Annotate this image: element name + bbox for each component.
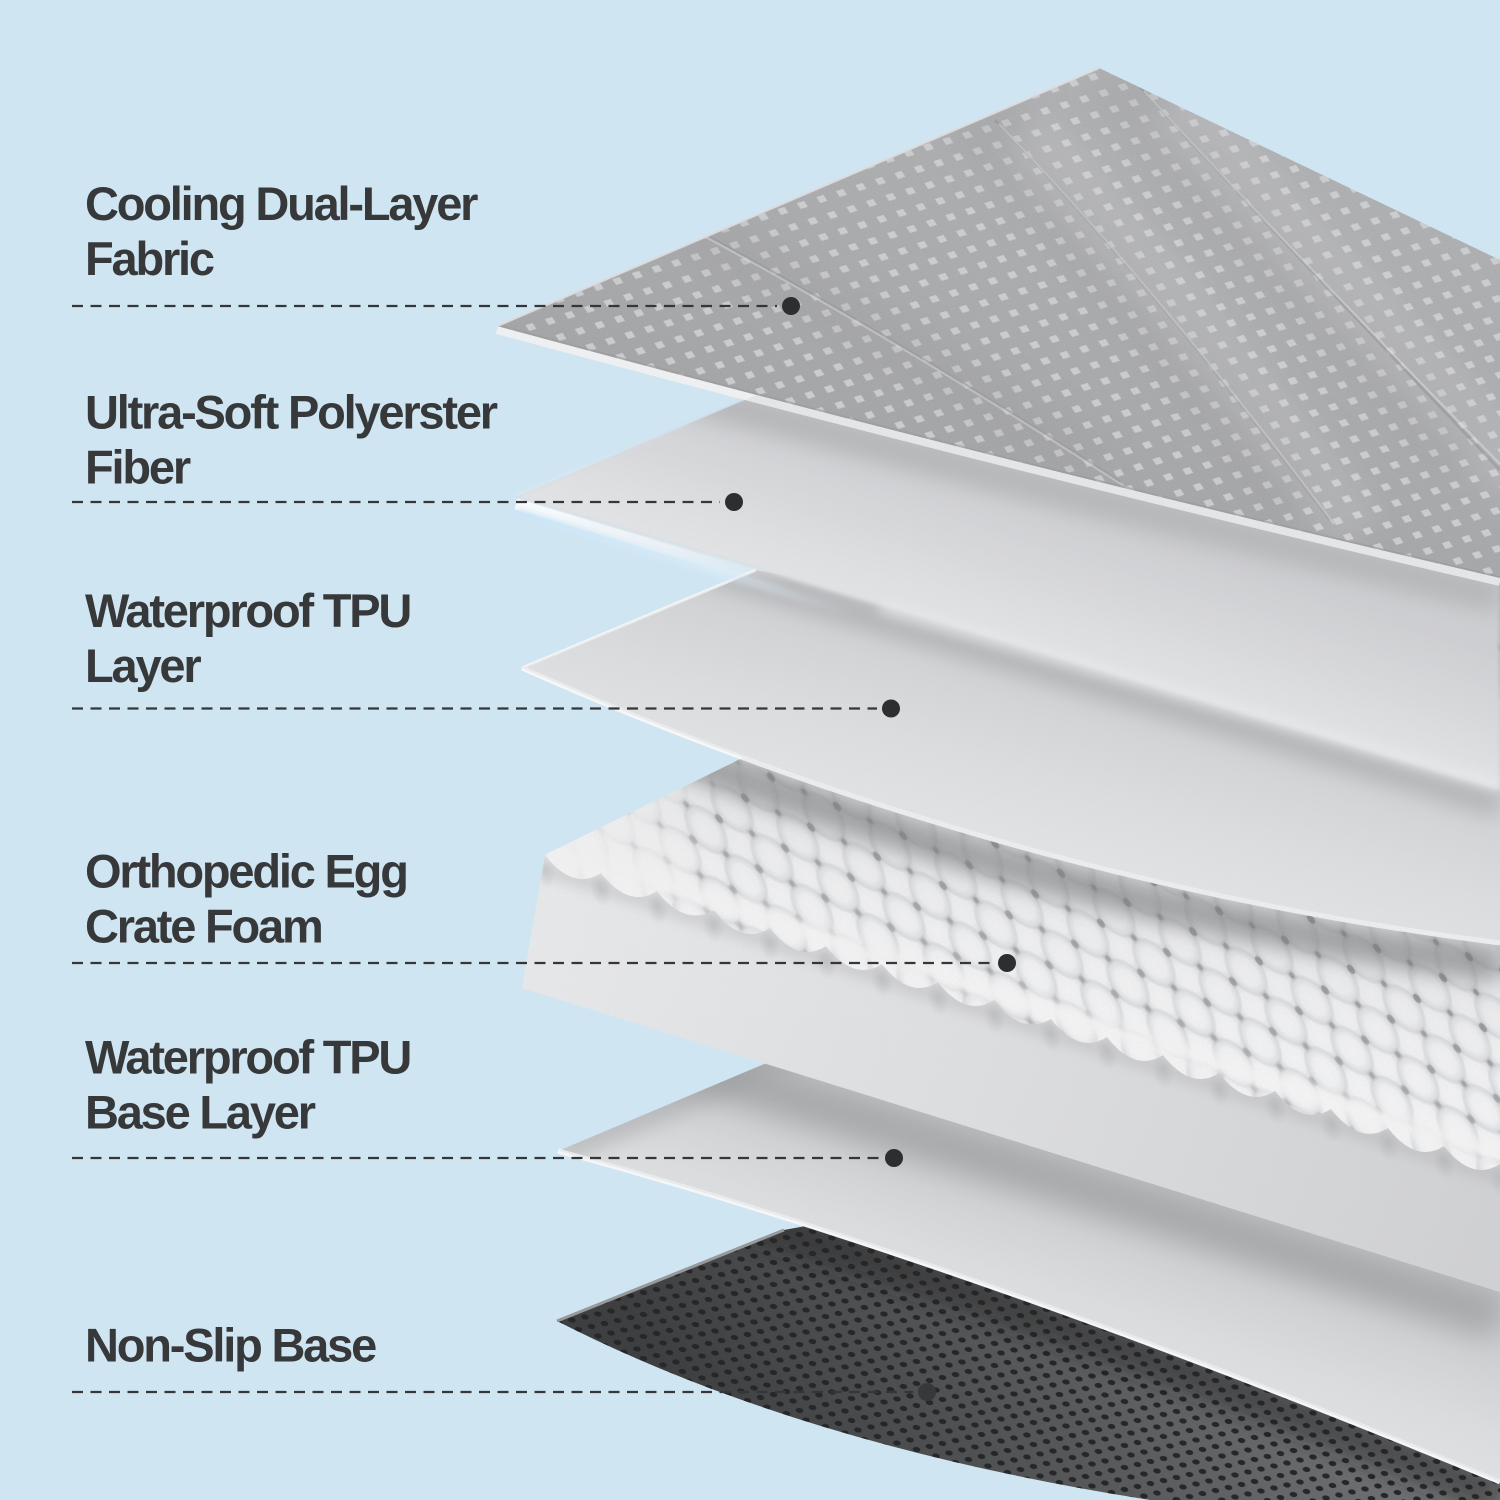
svg-text:Layer: Layer (85, 639, 201, 692)
svg-text:Orthopedic Egg: Orthopedic Egg (85, 844, 407, 897)
svg-text:Ultra-Soft Polyerster: Ultra-Soft Polyerster (85, 385, 498, 438)
svg-text:Base Layer: Base Layer (85, 1085, 316, 1138)
svg-text:Fiber: Fiber (85, 440, 191, 493)
svg-text:Cooling Dual-Layer: Cooling Dual-Layer (85, 177, 478, 230)
svg-text:Crate Foam: Crate Foam (85, 899, 322, 952)
svg-text:Waterproof TPU: Waterproof TPU (85, 584, 410, 637)
svg-text:Fabric: Fabric (85, 232, 214, 285)
svg-text:Waterproof TPU: Waterproof TPU (85, 1030, 410, 1083)
svg-text:Non-Slip Base: Non-Slip Base (85, 1318, 376, 1371)
